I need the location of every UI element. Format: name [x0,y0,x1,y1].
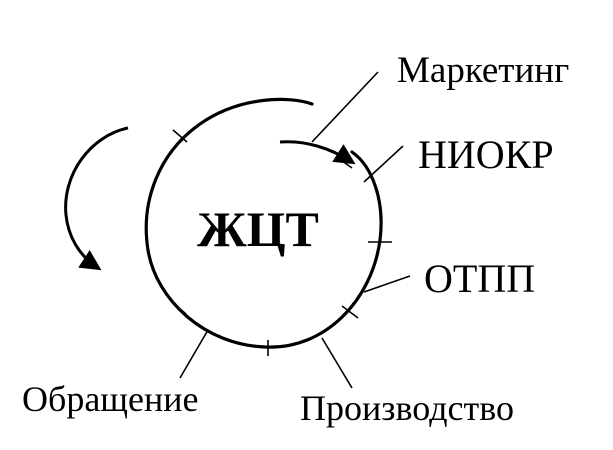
stage-label-circulation: Обращение [22,379,199,419]
stage-label-otpp: ОТПП [424,256,535,301]
stage-label-marketing: Маркетинг [397,50,569,91]
tick-niokr [337,157,353,169]
leader-production [321,337,353,389]
tick-otpp [341,305,359,319]
inner-arrow [279,140,356,165]
center-label: ЖЦТ [197,201,319,257]
tick-marketing [172,129,188,143]
stage-label-niokr: НИОКР [418,132,554,177]
leader-lines [179,71,411,389]
leader-circulation [179,329,209,379]
stage-ticks [171,129,392,356]
leader-niokr [363,145,404,183]
outer-arrow [64,126,129,271]
ink-dot [298,99,302,103]
lifecycle-circle [144,97,383,349]
leader-marketing [311,71,379,143]
tick-circulation [171,301,187,315]
stage-label-production: Производство [300,388,514,428]
leader-otpp [363,275,411,293]
